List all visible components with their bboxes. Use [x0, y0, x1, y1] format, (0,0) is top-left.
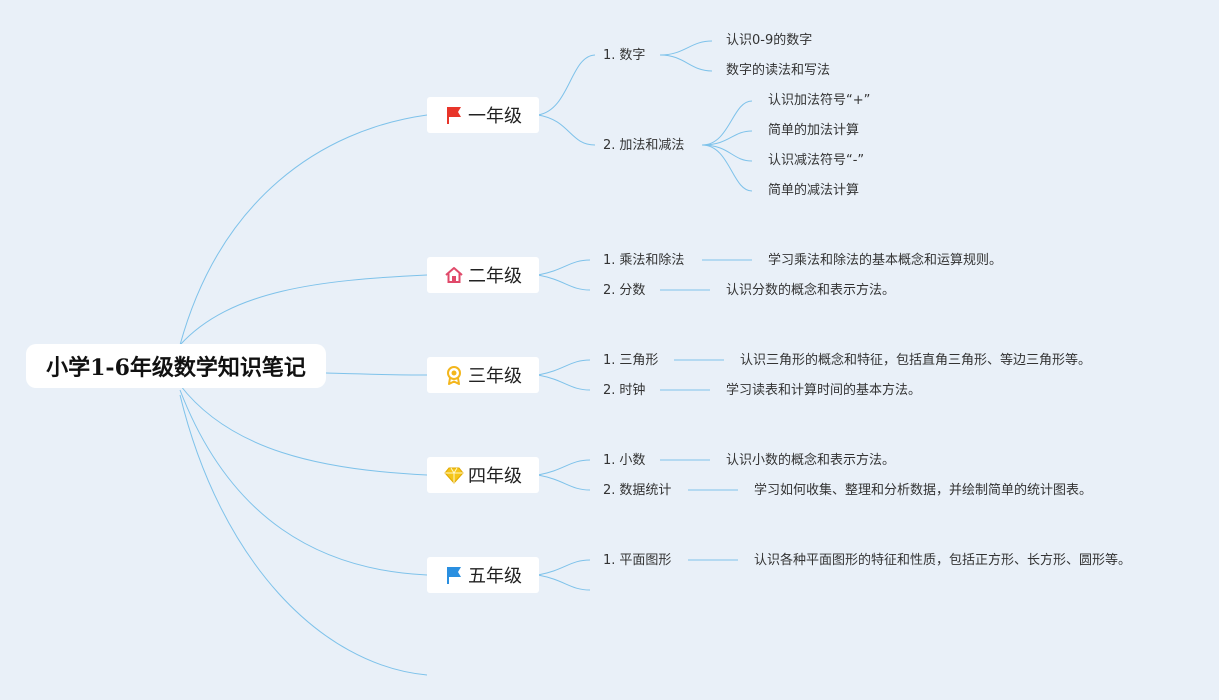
- detail-item[interactable]: 认识0-9的数字: [726, 33, 813, 48]
- topic-item[interactable]: 2.时钟: [603, 383, 645, 399]
- detail-item[interactable]: 认识三角形的概念和特征，包括直角三角形、等边三角形等。: [740, 353, 1092, 368]
- topic-item[interactable]: 1.三角形: [603, 353, 658, 369]
- detail-item[interactable]: 学习如何收集、整理和分析数据，并绘制简单的统计图表。: [754, 483, 1093, 498]
- connector-line: [537, 359, 591, 376]
- topic-item[interactable]: 2.加法和减法: [603, 138, 684, 154]
- topic-title: 加法和减法: [619, 138, 685, 153]
- connector-line: [537, 559, 591, 576]
- root-node[interactable]: 小学1-6年级数学知识笔记: [26, 344, 326, 388]
- grade-node-3[interactable]: 三年级: [427, 357, 539, 393]
- topic-title: 时钟: [619, 383, 646, 398]
- topic-item[interactable]: 2.数据统计: [603, 483, 671, 499]
- connector-line: [701, 144, 753, 162]
- grade-node-1[interactable]: 一年级: [427, 97, 539, 133]
- topic-title: 三角形: [619, 353, 659, 368]
- connector-line: [701, 144, 753, 192]
- connector-line: [537, 54, 596, 116]
- diamond-icon: [444, 465, 464, 485]
- topic-number: 1.: [603, 353, 616, 368]
- detail-item[interactable]: 认识小数的概念和表示方法。: [726, 453, 896, 468]
- topic-number: 1.: [603, 48, 616, 63]
- grade-label: 三年级: [468, 366, 522, 387]
- topic-title: 数字: [619, 48, 646, 63]
- grade-label: 五年级: [468, 566, 522, 587]
- detail-item[interactable]: 认识各种平面图形的特征和性质，包括正方形、长方形、圆形等。: [754, 553, 1132, 568]
- topic-number: 1.: [603, 253, 616, 268]
- connector-line: [537, 459, 591, 476]
- topic-title: 分数: [619, 283, 646, 298]
- grade-label: 一年级: [468, 106, 522, 127]
- connector-line: [537, 474, 591, 491]
- topic-item[interactable]: 1.数字: [603, 48, 645, 64]
- root-title: 小学1-6年级数学知识笔记: [46, 355, 306, 381]
- award-medal-icon: [444, 365, 464, 385]
- topic-number: 1.: [603, 453, 616, 468]
- detail-item[interactable]: 简单的加法计算: [768, 123, 860, 138]
- grade-label: 二年级: [468, 266, 522, 287]
- topic-number: 2.: [603, 283, 616, 298]
- connector-line: [537, 114, 596, 146]
- detail-item[interactable]: 认识分数的概念和表示方法。: [726, 283, 896, 298]
- connector-line: [537, 274, 591, 291]
- connector-line: [179, 389, 428, 576]
- home-icon: [444, 265, 464, 285]
- connector-line: [325, 372, 428, 376]
- detail-item[interactable]: 认识减法符号“-”: [768, 153, 865, 168]
- detail-item[interactable]: 学习乘法和除法的基本概念和运算规则。: [768, 253, 1003, 268]
- grade-node-2[interactable]: 二年级: [427, 257, 539, 293]
- topic-number: 1.: [603, 553, 616, 568]
- detail-item[interactable]: 数字的读法和写法: [726, 63, 831, 78]
- connector-line: [179, 394, 428, 676]
- connector-line: [537, 574, 591, 591]
- connector-line: [179, 114, 428, 346]
- connector-line: [537, 374, 591, 391]
- blue-flag-icon: [444, 565, 464, 585]
- topic-title: 小数: [619, 453, 646, 468]
- connector-line: [179, 274, 428, 346]
- topic-item[interactable]: 1.乘法和除法: [603, 253, 684, 269]
- grade-node-4[interactable]: 四年级: [427, 457, 539, 493]
- topic-title: 平面图形: [619, 553, 672, 568]
- detail-item[interactable]: 学习读表和计算时间的基本方法。: [726, 383, 922, 398]
- detail-item[interactable]: 简单的减法计算: [768, 183, 860, 198]
- topic-item[interactable]: 2.分数: [603, 283, 645, 299]
- connector-line: [659, 40, 713, 56]
- red-flag-icon: [444, 105, 464, 125]
- topic-title: 乘法和除法: [619, 253, 685, 268]
- topic-number: 2.: [603, 138, 616, 153]
- topic-number: 2.: [603, 483, 616, 498]
- connector-line: [701, 130, 753, 146]
- grade-label: 四年级: [468, 466, 522, 487]
- connector-line: [701, 100, 753, 146]
- connector-line: [179, 384, 428, 476]
- topic-item[interactable]: 1.平面图形: [603, 553, 671, 569]
- topic-item[interactable]: 1.小数: [603, 453, 645, 469]
- connector-line: [659, 54, 713, 72]
- detail-item[interactable]: 认识加法符号“+”: [768, 93, 871, 108]
- topic-number: 2.: [603, 383, 616, 398]
- grade-node-5[interactable]: 五年级: [427, 557, 539, 593]
- connector-line: [537, 259, 591, 276]
- topic-title: 数据统计: [619, 483, 672, 498]
